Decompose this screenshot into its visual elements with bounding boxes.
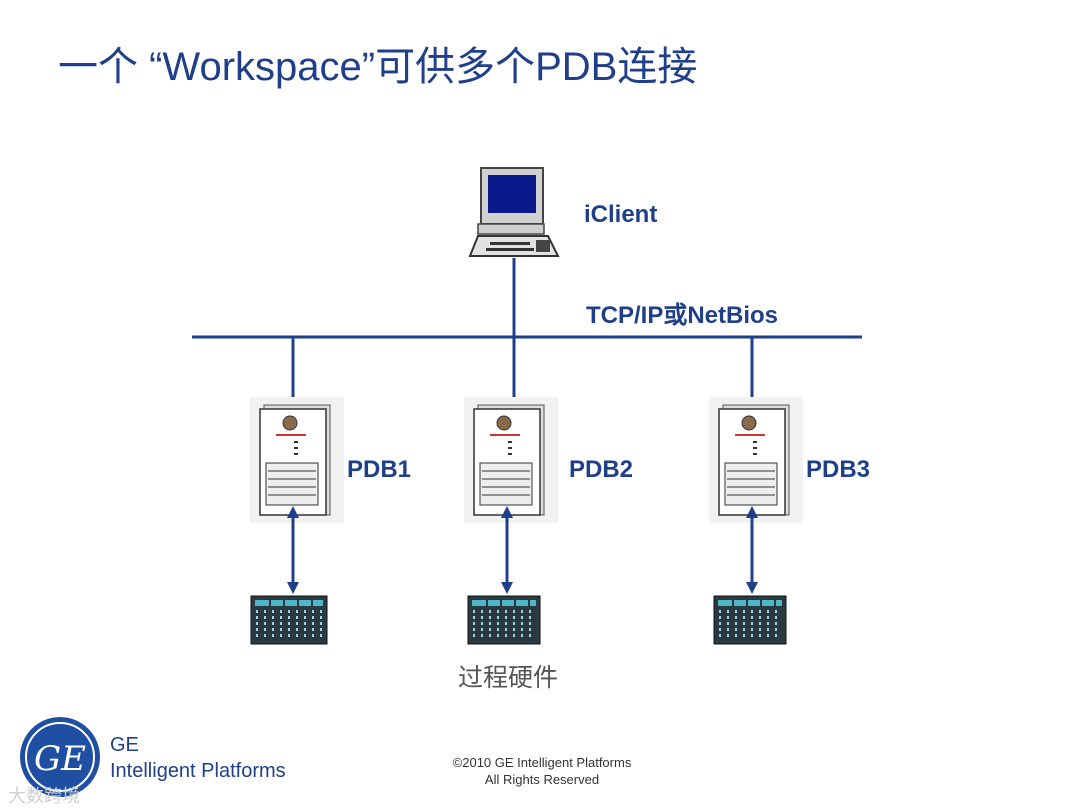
ge-logo-icon: GE	[20, 717, 100, 797]
brand-line1: GE	[110, 734, 139, 756]
client-computer-icon	[468, 167, 560, 257]
pdb2-label: PDB2	[569, 456, 634, 483]
network-label: TCP/IP或NetBios	[586, 302, 779, 329]
slide-title: 一个 “Workspace”可供多个PDB连接	[58, 45, 698, 89]
hardware-rack-1-icon	[250, 595, 328, 645]
pdb2-server-icon	[464, 397, 558, 523]
copyright: ©2010 GE Intelligent Platforms All Right…	[430, 754, 654, 788]
brand-text: GE Intelligent Platforms	[110, 732, 286, 784]
pdb1-server-icon	[250, 397, 344, 523]
pdb3-server-icon	[709, 397, 803, 523]
copyright-line2: All Rights Reserved	[484, 772, 600, 787]
pdb1-label: PDB1	[347, 456, 412, 483]
hardware-rack-2-icon	[467, 595, 541, 645]
pdb3-label: PDB3	[806, 456, 871, 483]
ge-logo-mark: GE	[34, 739, 86, 779]
client-label: iClient	[584, 201, 658, 228]
brand-line2: Intelligent Platforms	[110, 760, 286, 782]
copyright-line1: ©2010 GE Intelligent Platforms	[452, 755, 632, 770]
watermark: 大数跨境	[8, 786, 80, 806]
hardware-label: 过程硬件	[458, 664, 559, 692]
hardware-rack-3-icon	[713, 595, 787, 645]
